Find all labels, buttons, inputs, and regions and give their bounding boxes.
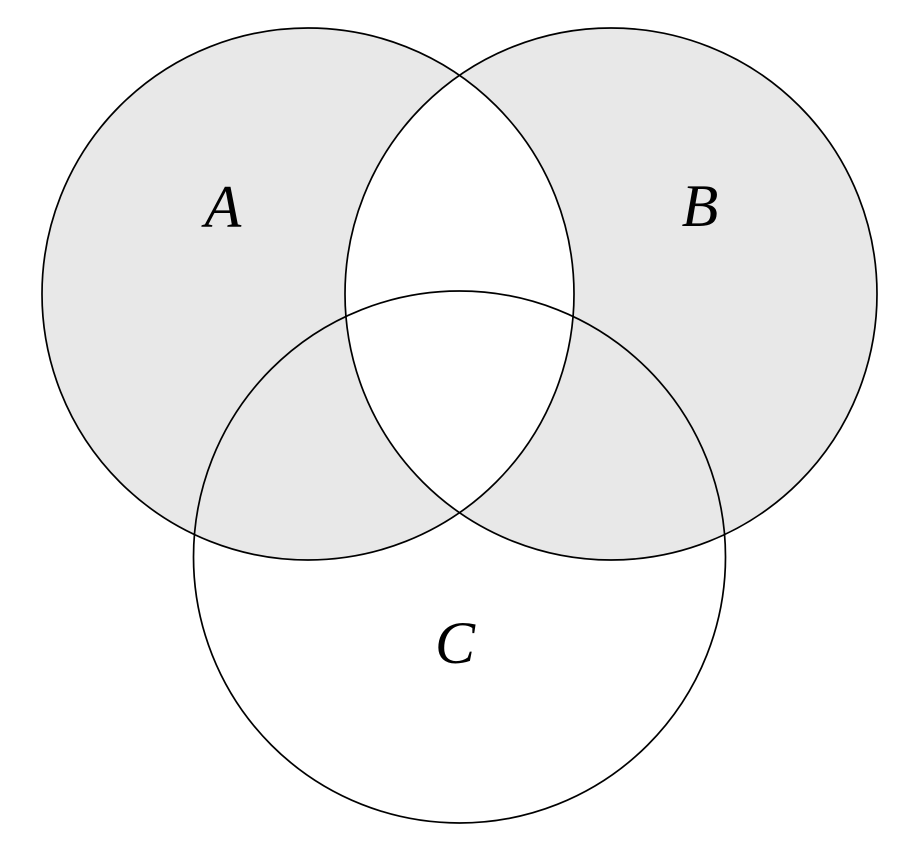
shaded-symmetric-difference-region (42, 28, 877, 560)
circle-b-outline (344, 27, 878, 561)
set-label-b: B (682, 173, 719, 239)
set-label-a: A (201, 174, 242, 240)
circle-c-outline (192, 290, 727, 824)
circle-a-outline (41, 27, 575, 561)
set-label-c: C (435, 610, 476, 676)
